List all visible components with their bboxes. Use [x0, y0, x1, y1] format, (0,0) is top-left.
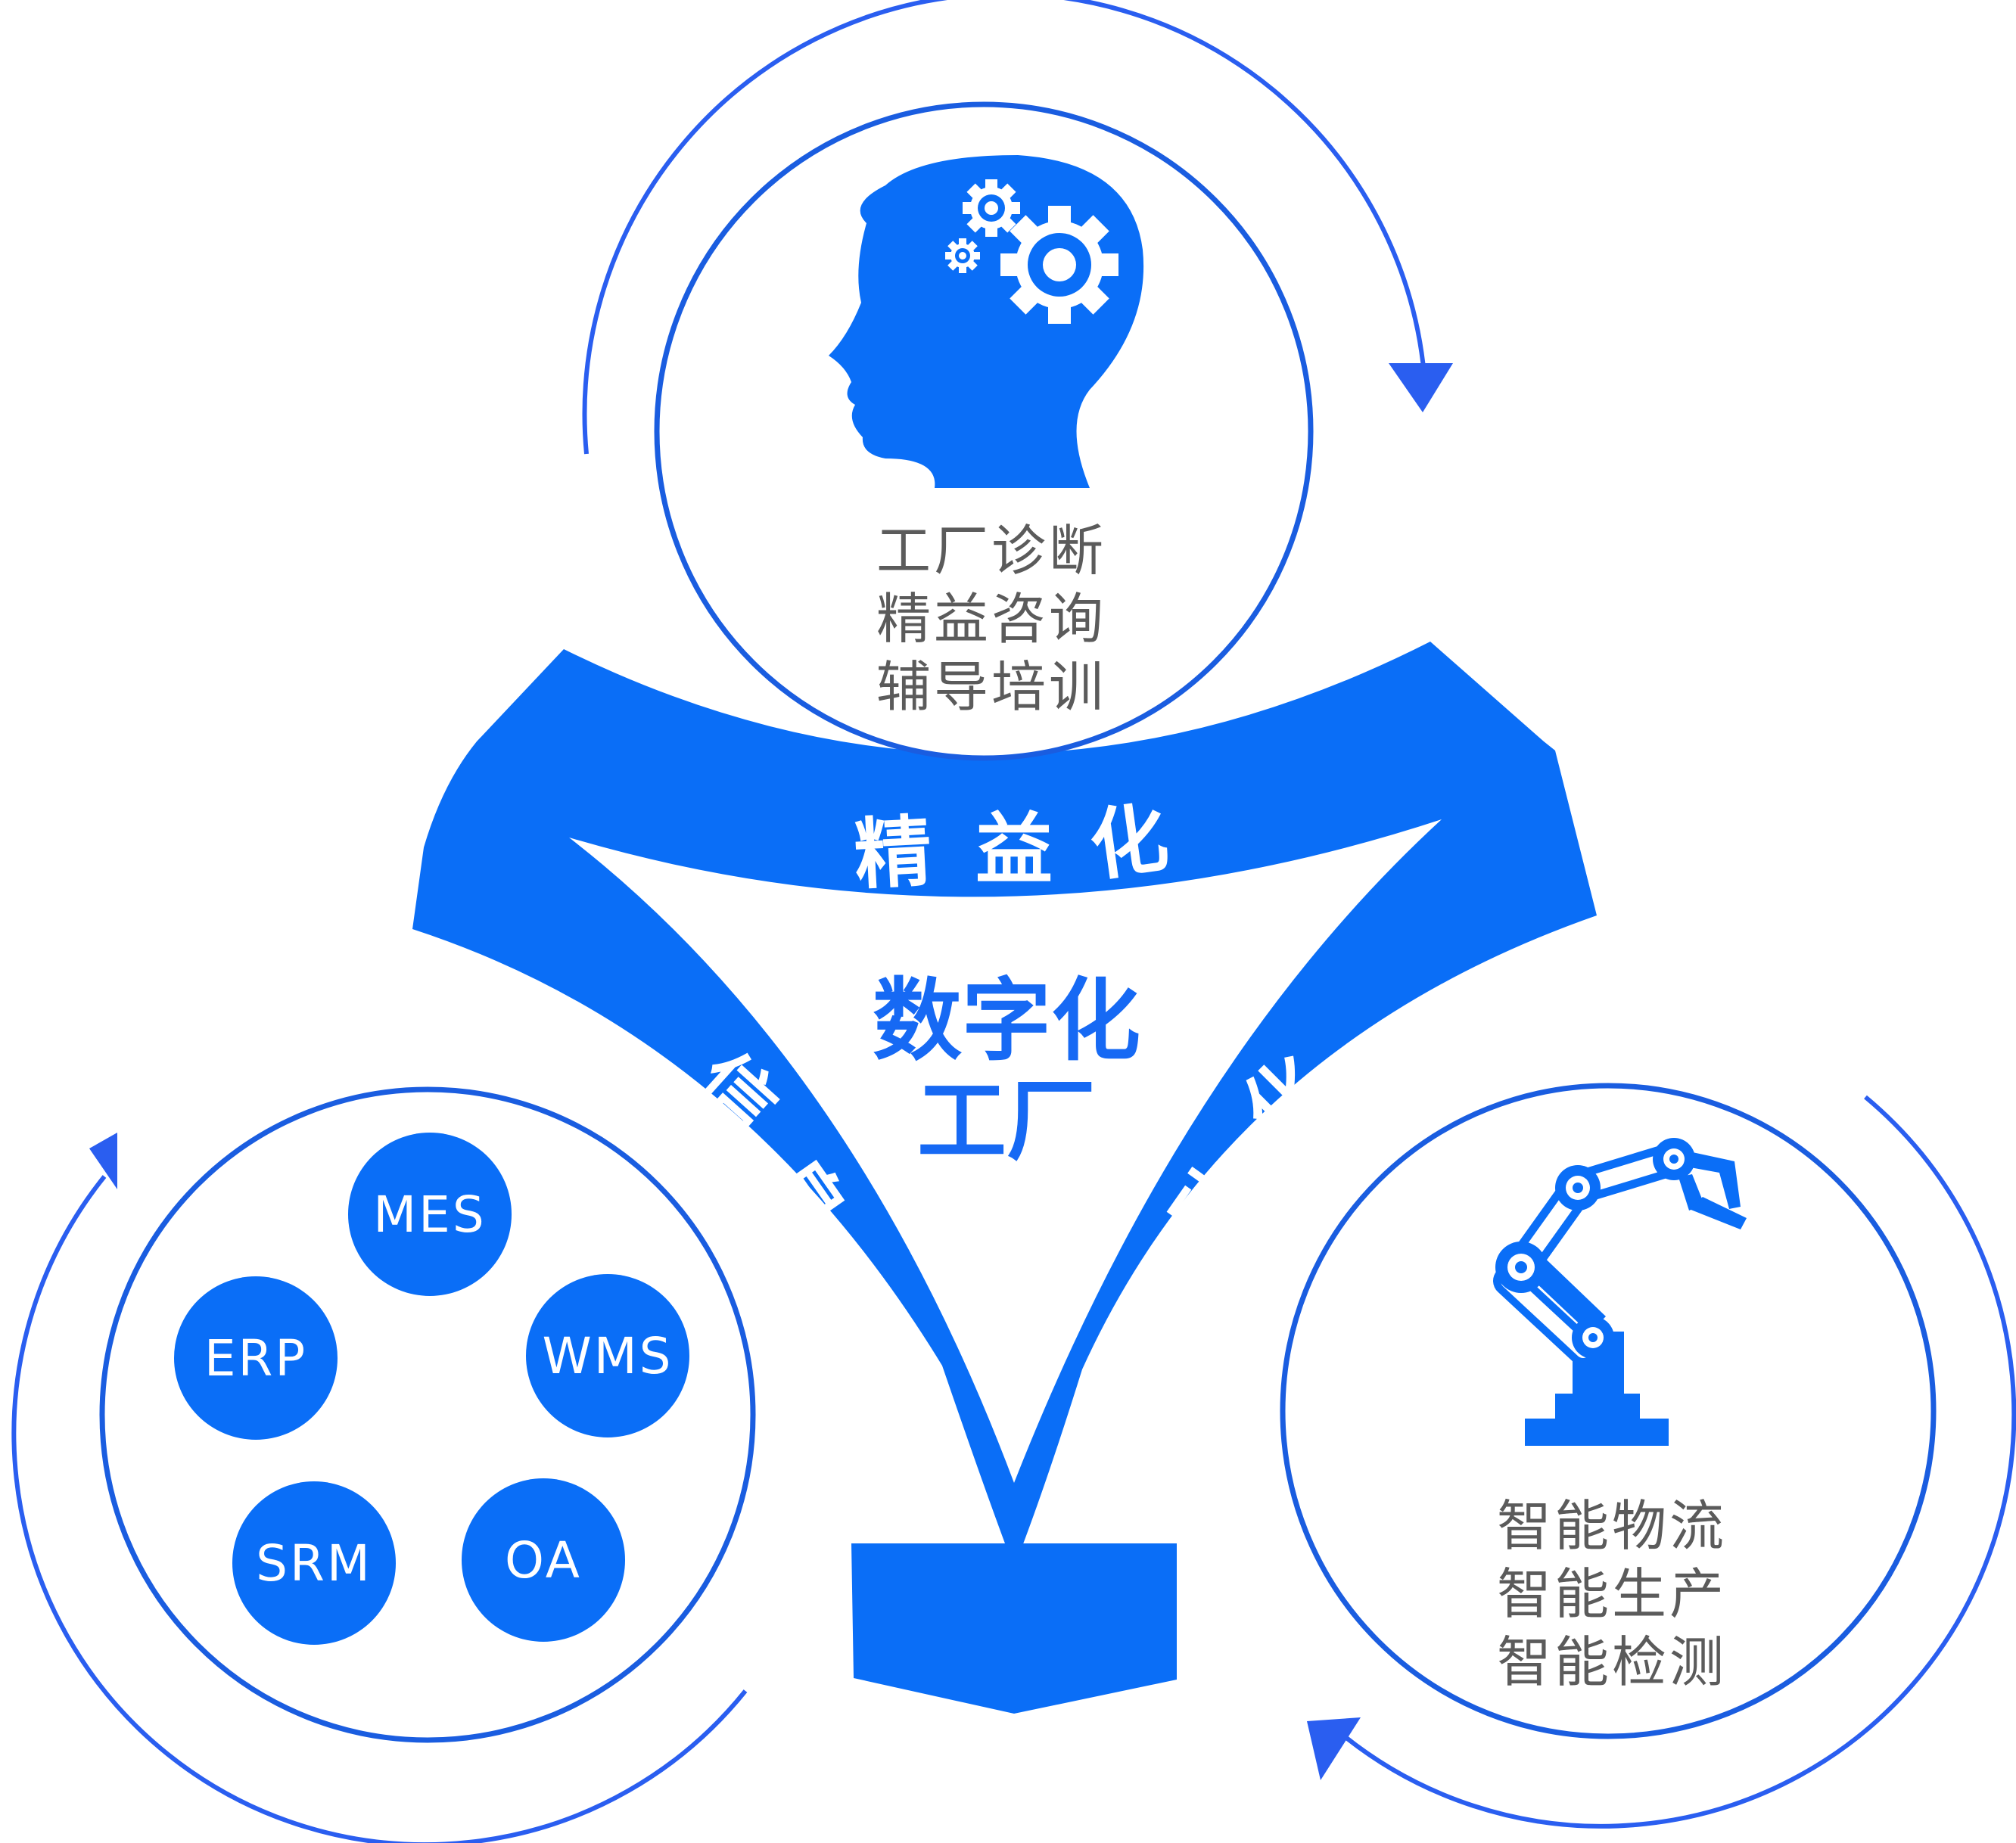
robot-arm-icon — [1493, 1138, 1747, 1446]
system-bubble-mes: MES — [348, 1133, 512, 1296]
cycle-arrow-right — [1336, 1095, 2016, 1829]
system-bubble-wms: WMS — [526, 1274, 689, 1437]
cycle-arrow-left — [11, 1175, 748, 1843]
band-label-lean: 精 益 化 — [852, 792, 1174, 900]
cycle-arrowhead-right — [1307, 1717, 1361, 1780]
system-label-oa: OA — [505, 1531, 582, 1590]
head-gears-icon — [829, 155, 1144, 488]
digital-factory-band — [412, 642, 1597, 1568]
cycle-arrowhead-left — [89, 1133, 117, 1189]
system-bubble-erp: ERP — [174, 1276, 338, 1440]
cycle-arrowhead-top — [1389, 363, 1453, 412]
system-label-erp: ERP — [204, 1329, 307, 1388]
center-title-line-1: 数字化 — [873, 968, 1140, 1073]
digital-factory-band-base — [851, 1543, 1177, 1714]
system-bubble-srm: SRM — [232, 1481, 396, 1645]
cycle-arrow-top — [582, 0, 1426, 455]
system-label-srm: SRM — [256, 1534, 372, 1593]
band-label-lean-char-3: 化 — [1084, 792, 1174, 892]
center-title-line-2: 工厂 — [917, 1069, 1096, 1173]
system-label-wms: WMS — [542, 1327, 673, 1385]
automation-service-3: 智能检测 — [1497, 1630, 1727, 1694]
lean-service-2: 精益咨询 — [876, 587, 1106, 651]
lean-service-3: 辅导培训 — [876, 655, 1106, 719]
system-bubble-oa: OA — [462, 1478, 625, 1642]
automation-service-2: 智能生产 — [1497, 1562, 1727, 1626]
automation-service-1: 智能物流 — [1497, 1494, 1727, 1558]
lean-service-1: 工厂诊断 — [876, 519, 1106, 583]
band-label-lean-char-2: 益 — [975, 805, 1053, 895]
band-label-lean-char-1: 精 — [852, 807, 934, 900]
system-label-mes: MES — [373, 1186, 487, 1244]
